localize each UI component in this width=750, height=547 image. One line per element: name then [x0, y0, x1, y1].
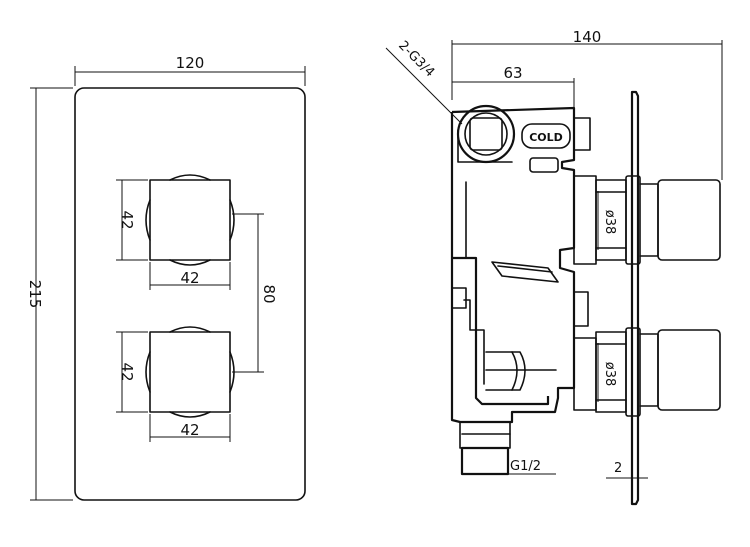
- upper-port-cap: [573, 291, 589, 327]
- outlet-port: [456, 104, 516, 164]
- side-view: 140 63 2-G3/4 COLD: [385, 28, 723, 506]
- upper-knob-height-label: 42: [118, 210, 136, 229]
- upper-knob-width-label: 42: [180, 269, 199, 287]
- knob-spacing-label: 80: [260, 284, 278, 303]
- inlet-pipe: [459, 421, 511, 476]
- knob-spacing-dimension: 80: [232, 213, 278, 373]
- inner-channel-edge: [463, 299, 485, 385]
- plate-width-label: 120: [176, 54, 205, 72]
- inlet-thread-label: G1/2: [510, 459, 541, 474]
- inner-wall: [465, 181, 475, 259]
- lower-cartridge: [573, 331, 627, 413]
- plate-thickness-dimension: 2: [606, 461, 648, 479]
- side-plate: [630, 90, 640, 506]
- lower-knob-height-dimension: 42: [116, 331, 148, 413]
- lower-knob-width-dimension: 42: [149, 414, 231, 442]
- plate-height-dimension: 215: [26, 87, 73, 501]
- upper-knob-side: [639, 179, 721, 261]
- upper-cartridge: [573, 175, 627, 265]
- outlet-thread-label: 2-G3/4: [395, 38, 437, 80]
- upper-diameter-dimension: ø38: [597, 191, 617, 250]
- body-depth-label: 63: [503, 64, 522, 82]
- cold-label-plate: COLD: [521, 117, 591, 151]
- lower-diameter-label: ø38: [602, 362, 617, 387]
- lower-knob: [145, 326, 235, 418]
- lower-port-cap: [451, 287, 467, 309]
- front-view: 120 215 42 42: [26, 54, 306, 501]
- faceplate: [74, 87, 306, 501]
- plate-thickness-label: 2: [614, 461, 622, 476]
- upper-knob-width-dimension: 42: [149, 262, 231, 290]
- body-depth-dimension: 63: [452, 64, 575, 110]
- cartridge-seat: [491, 261, 559, 283]
- lower-knob-side: [639, 329, 721, 411]
- upper-diameter-label: ø38: [602, 210, 617, 235]
- plate-width-dimension: 120: [74, 54, 306, 86]
- inner-channel: [452, 256, 550, 406]
- plate-height-label: 215: [26, 280, 44, 309]
- valve-body: [450, 106, 576, 424]
- cold-label: COLD: [529, 131, 563, 144]
- lower-diameter-dimension: ø38: [597, 343, 617, 402]
- lower-collar: [625, 327, 641, 417]
- upper-knob: [145, 174, 235, 266]
- total-depth-dimension: 140: [451, 28, 723, 180]
- upper-collar: [625, 175, 641, 265]
- inlet-thread-callout: G1/2: [508, 459, 556, 475]
- ball-valve: [485, 351, 557, 391]
- lower-knob-height-label: 42: [118, 362, 136, 381]
- upper-knob-height-dimension: 42: [116, 179, 148, 261]
- total-depth-label: 140: [573, 28, 602, 46]
- retaining-clip: [529, 157, 559, 173]
- outlet-thread-callout: 2-G3/4: [385, 38, 463, 125]
- lower-knob-width-label: 42: [180, 421, 199, 439]
